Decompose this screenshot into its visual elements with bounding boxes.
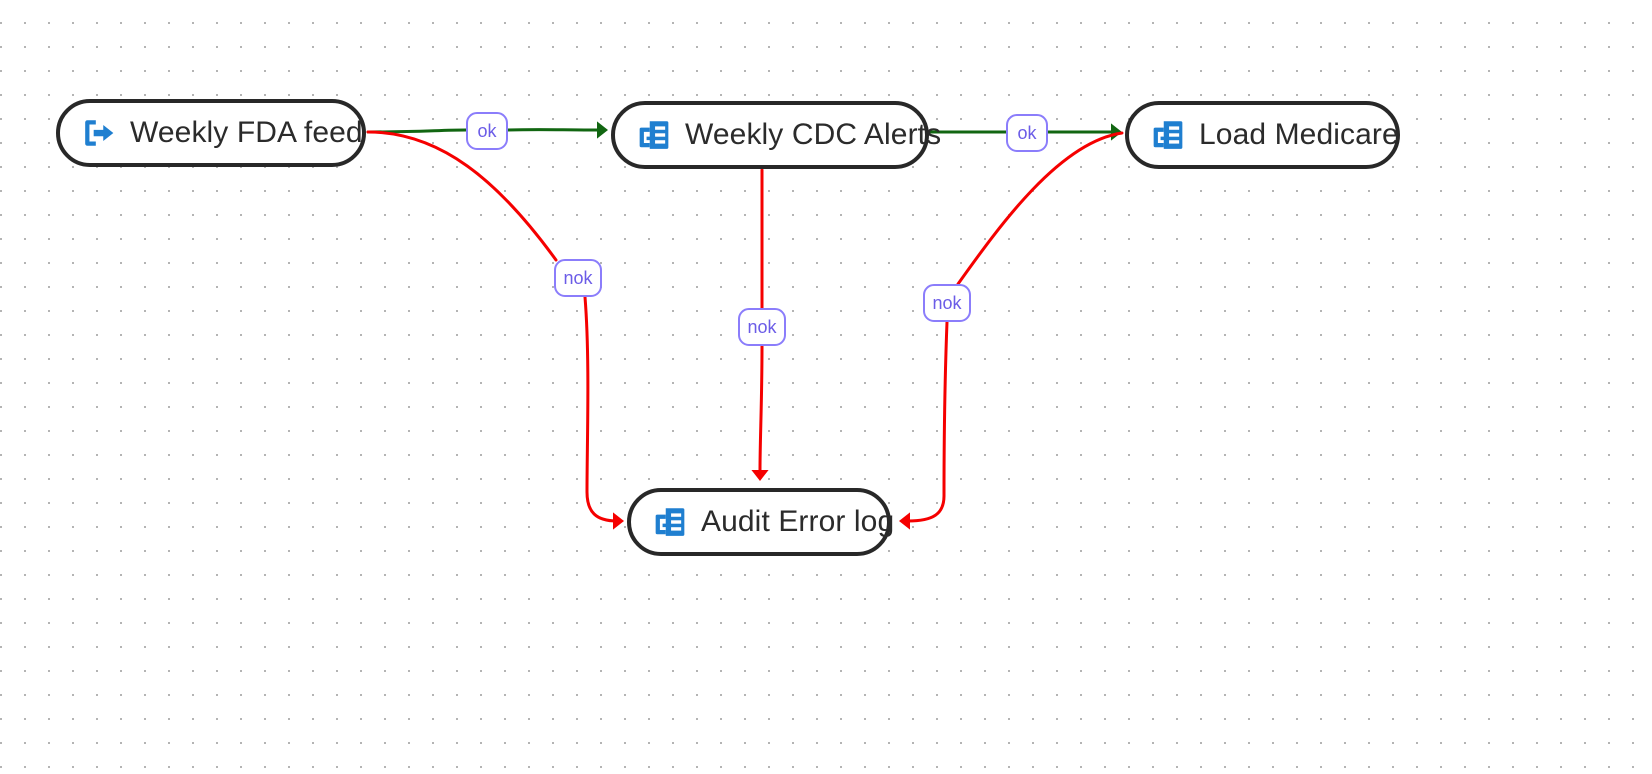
edge-arrowhead	[613, 512, 624, 530]
edge-label-nok-fda-to-audit[interactable]: nok	[554, 259, 602, 297]
edge-path	[366, 130, 619, 523]
node-label: Weekly FDA feed	[130, 116, 363, 149]
edge-arrowhead	[1111, 123, 1122, 141]
edge-label-ok-fda-to-cdc[interactable]: ok	[466, 112, 508, 150]
edge-label-nok-cdc-to-audit[interactable]: nok	[738, 308, 786, 346]
subworkflow-icon	[1153, 121, 1183, 149]
edge-medicare-to-audit[interactable]	[899, 131, 1124, 530]
edge-label-nok-medicare-to-audit[interactable]: nok	[923, 284, 971, 322]
node-weekly-cdc-alerts[interactable]: Weekly CDC Alerts	[611, 101, 941, 169]
subworkflow-icon	[655, 508, 685, 536]
node-load-medicare[interactable]: Load Medicare	[1125, 101, 1400, 169]
node-weekly-fda-feed[interactable]: Weekly FDA feed	[56, 99, 366, 167]
edge-fda-to-audit[interactable]	[366, 130, 624, 530]
node-label: Weekly CDC Alerts	[685, 118, 942, 151]
edge-path	[906, 131, 1124, 523]
node-label: Audit Error log	[701, 505, 895, 538]
start-export-icon	[85, 120, 114, 146]
subworkflow-icon	[639, 121, 669, 149]
node-audit-error-log[interactable]: Audit Error log	[627, 488, 895, 556]
edge-label-ok-cdc-to-medicare[interactable]: ok	[1006, 114, 1048, 152]
node-label: Load Medicare	[1199, 118, 1399, 151]
edge-arrowhead	[597, 121, 608, 139]
edge-arrowhead	[751, 470, 769, 481]
edge-arrowhead	[899, 512, 910, 530]
